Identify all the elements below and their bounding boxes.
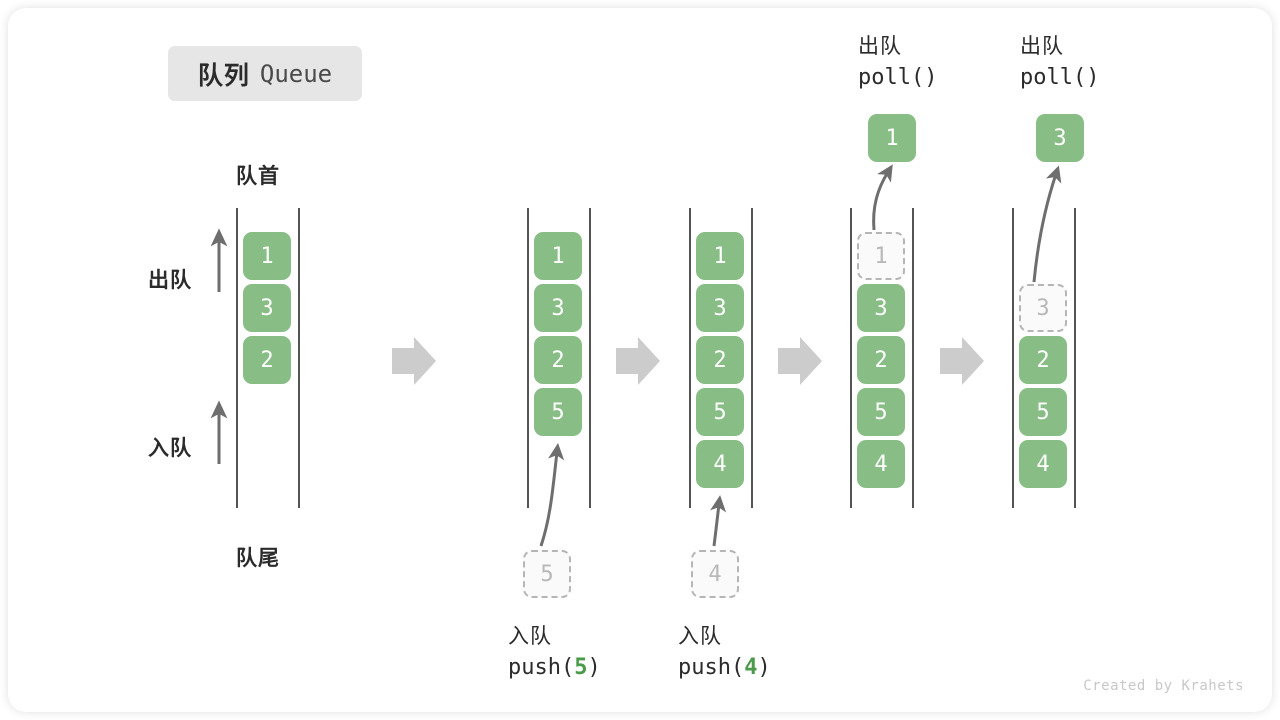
push-5-op: push( (508, 655, 575, 680)
cell-col5-2: 5 (1019, 388, 1067, 436)
cell-col4-0-ghost: 1 (857, 232, 905, 280)
caption-poll-1-line1: 出队 (858, 35, 902, 58)
rail-left-col1 (236, 208, 238, 508)
watermark: Created by Krahets (1083, 678, 1244, 694)
incoming-ghost-col2: 5 (523, 550, 571, 598)
caption-push-4: 入队 push(4) (678, 620, 771, 680)
cell-col3-3: 5 (696, 388, 744, 436)
caption-push-4-line2: push(4) (678, 655, 771, 680)
cell-col3-0: 1 (696, 232, 744, 280)
cell-col3-4: 4 (696, 440, 744, 488)
enqueue-side-label: 入队 (148, 437, 192, 460)
cell-col2-0: 1 (534, 232, 582, 280)
cell-col1-0: 1 (243, 232, 291, 280)
cell-col3-1: 3 (696, 284, 744, 332)
caption-push-5-line1: 入队 (508, 625, 552, 648)
caption-poll-1: 出队 poll() (858, 30, 937, 90)
cell-col2-3: 5 (534, 388, 582, 436)
cell-col4-2: 2 (857, 336, 905, 384)
caption-poll-3-line1: 出队 (1020, 35, 1064, 58)
rail-left-col3 (689, 208, 691, 508)
cell-col2-1: 3 (534, 284, 582, 332)
cell-col4-1: 3 (857, 284, 905, 332)
caption-poll-3-line2: poll() (1020, 65, 1100, 90)
push-5-close: ) (587, 655, 601, 680)
cell-col2-2: 2 (534, 336, 582, 384)
cell-col4-4: 4 (857, 440, 905, 488)
outgoing-result-col4: 1 (868, 114, 916, 162)
caption-push-4-line1: 入队 (678, 625, 722, 648)
rail-left-col5 (1012, 208, 1014, 508)
rail-right-col4 (912, 208, 914, 508)
cell-col3-2: 2 (696, 336, 744, 384)
cell-col5-3: 4 (1019, 440, 1067, 488)
cell-col1-2: 2 (243, 336, 291, 384)
rail-left-col4 (850, 208, 852, 508)
rail-right-col5 (1074, 208, 1076, 508)
front-label: 队首 (236, 165, 280, 188)
cell-col5-1: 2 (1019, 336, 1067, 384)
push-4-op: push( (678, 655, 745, 680)
dequeue-side-label: 出队 (148, 269, 192, 292)
cell-col4-3: 5 (857, 388, 905, 436)
cell-col1-1: 3 (243, 284, 291, 332)
caption-poll-1-line2: poll() (858, 65, 938, 90)
rail-left-col2 (527, 208, 529, 508)
rail-right-col2 (589, 208, 591, 508)
title-chinese: 队列 (197, 61, 250, 90)
rail-right-col1 (298, 208, 300, 508)
outgoing-result-col5: 3 (1036, 114, 1084, 162)
title-badge: 队列 Queue (168, 46, 362, 101)
rear-label: 队尾 (236, 547, 280, 570)
caption-poll-3: 出队 poll() (1020, 30, 1099, 90)
caption-push-5-line2: push(5) (508, 655, 601, 680)
caption-push-5: 入队 push(5) (508, 620, 601, 680)
push-4-arg: 4 (744, 655, 758, 680)
incoming-ghost-col3: 4 (691, 550, 739, 598)
title-english: Queue (259, 59, 333, 88)
diagram-card (8, 8, 1272, 712)
cell-col5-0-ghost: 3 (1019, 284, 1067, 332)
push-4-close: ) (757, 655, 771, 680)
push-5-arg: 5 (574, 655, 588, 680)
rail-right-col3 (751, 208, 753, 508)
